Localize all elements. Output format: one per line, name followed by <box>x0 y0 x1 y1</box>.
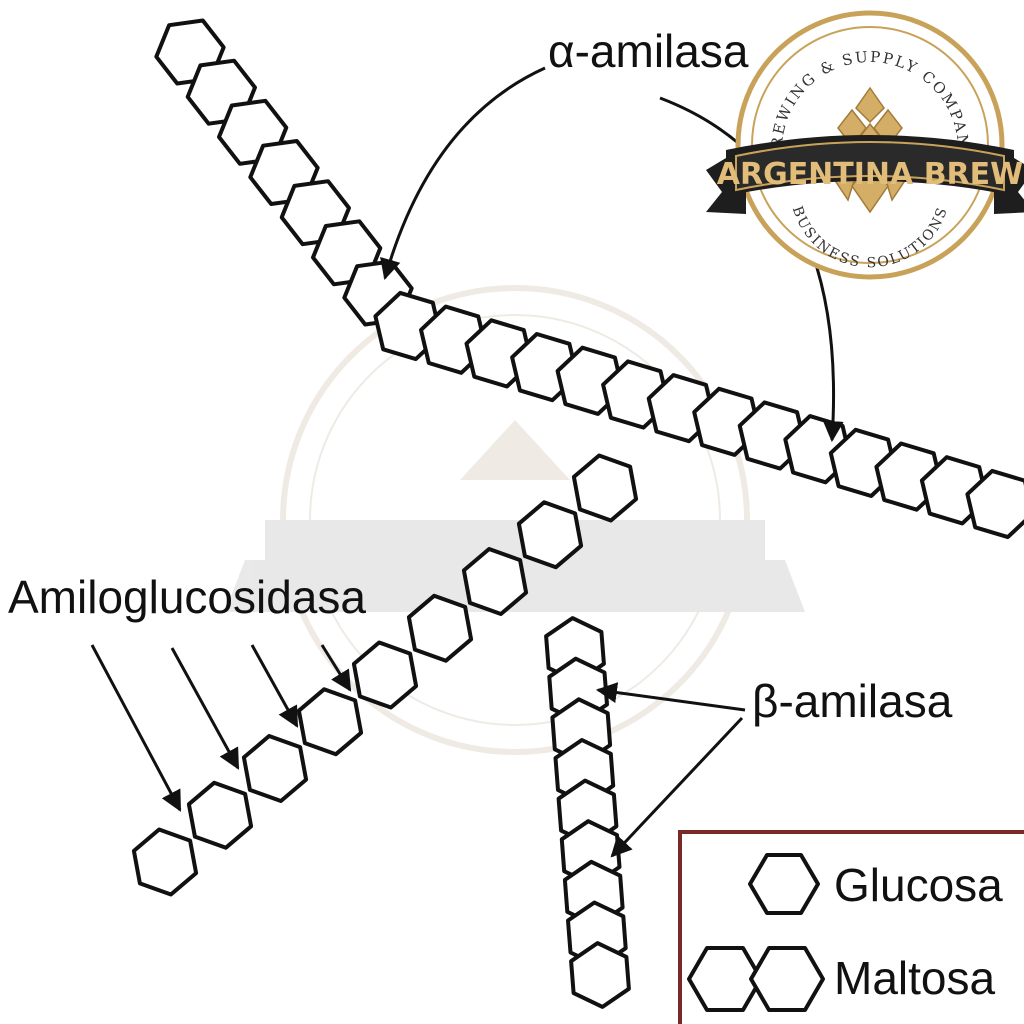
beta-amylase-label: β-amilasa <box>752 675 953 727</box>
glucose-unit <box>186 780 254 850</box>
glucose-unit <box>516 500 584 570</box>
glucose-unit <box>296 687 364 757</box>
legend-glucose-icon <box>748 853 820 915</box>
glucose-unit <box>351 640 419 710</box>
glucose-unit <box>406 593 474 663</box>
glucose-unit <box>131 827 199 897</box>
glucose-unit <box>569 941 631 1009</box>
enzyme-arrow <box>320 644 352 692</box>
argentina-brew-logo: BREWING & SUPPLY COMPANY BUSINESS SOLUTI… <box>0 0 1024 280</box>
legend-maltose-icon <box>687 946 825 1012</box>
alpha-amylase-label: α-amilasa <box>548 25 749 77</box>
glucose-unit <box>461 547 529 616</box>
starch-chains <box>131 18 1024 1009</box>
svg-text:ARGENTINA BREW: ARGENTINA BREW <box>717 157 1024 192</box>
legend-maltose-label: Maltosa <box>834 952 996 1004</box>
legend-glucose-label: Glucosa <box>834 859 1003 911</box>
amyloglucosidase-label: Amiloglucosidasa <box>8 571 366 623</box>
enzyme-arrow <box>595 682 746 712</box>
glucose-unit <box>965 468 1024 540</box>
glucose-unit <box>241 734 309 803</box>
glucose-unit <box>571 453 639 523</box>
enzyme-arrow <box>250 644 299 728</box>
enzyme-arrow <box>90 644 182 812</box>
enzyme-arrow <box>610 716 744 858</box>
enzyme-arrow <box>170 647 240 770</box>
enzyme-arrow <box>380 66 546 281</box>
legend-box <box>678 830 1024 1024</box>
